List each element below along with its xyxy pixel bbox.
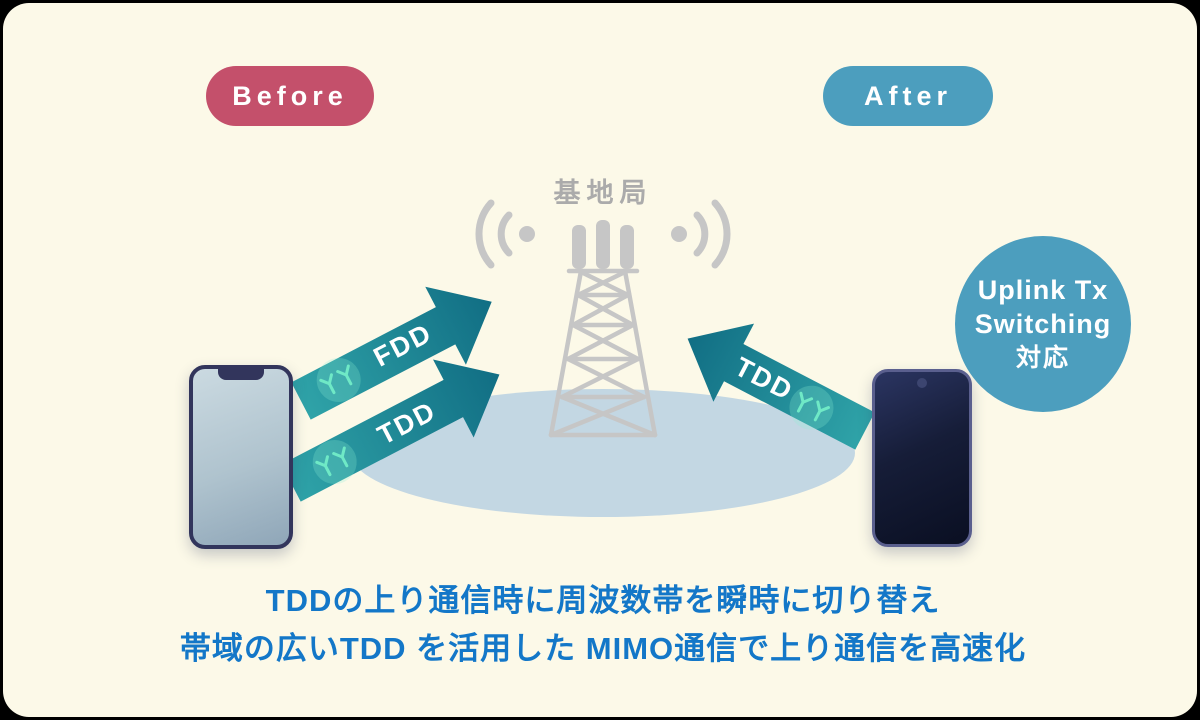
base-station-label: 基地局 xyxy=(553,178,653,208)
caption-line-2: 帯域の広いTDD を活用した MIMO通信で上り通信を高速化 xyxy=(179,631,1027,666)
before-badge: Before xyxy=(206,66,374,126)
before-badge-label: Before xyxy=(232,80,348,111)
phone-notch xyxy=(218,368,264,380)
scene-graphics: FDD TDD TDD xyxy=(281,199,875,517)
smartphone-left xyxy=(189,365,293,549)
antenna-icons-fdd xyxy=(316,358,361,403)
bubble-line-2: Switching xyxy=(974,309,1112,339)
smartphone-right xyxy=(872,369,972,547)
caption-text: TDDの上り通信時に周波数帯を瞬時に切り替え 帯域の広いTDD を活用した MI… xyxy=(3,577,1197,673)
phone-camera-dot xyxy=(917,378,927,388)
antenna-icons-tdd-right xyxy=(789,385,834,430)
diagram-panel: Before After 基地局 xyxy=(3,3,1197,717)
base-station-tower xyxy=(548,220,658,438)
uplink-tx-switching-bubble: Uplink Tx Switching 対応 xyxy=(955,236,1131,412)
bubble-line-1: Uplink Tx xyxy=(977,275,1109,305)
bubble-line-3: 対応 xyxy=(1015,344,1070,372)
after-badge-label: After xyxy=(863,80,952,111)
antenna-icons-tdd-left xyxy=(312,440,357,485)
caption-line-1: TDDの上り通信時に周波数帯を瞬時に切り替え xyxy=(265,583,941,618)
after-badge: After xyxy=(823,66,993,126)
radio-wave-icons xyxy=(475,199,731,269)
fdd-uplink-arrow: FDD xyxy=(291,286,492,420)
